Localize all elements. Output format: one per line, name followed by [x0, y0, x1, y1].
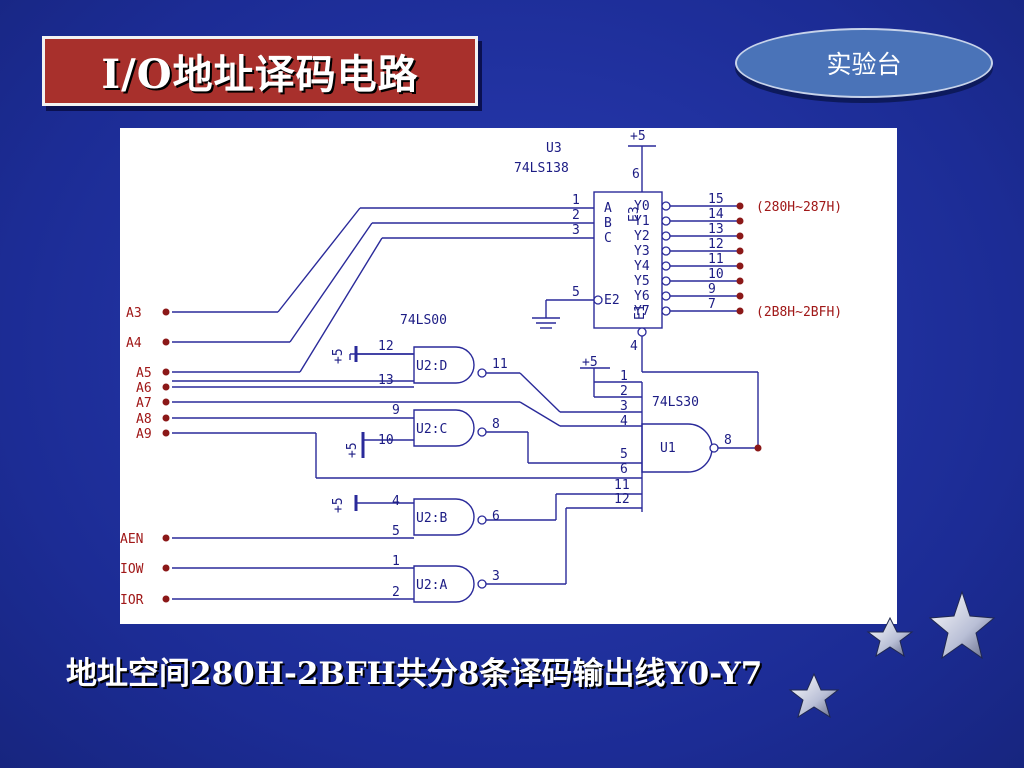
gate-u1-label: U1: [660, 441, 676, 456]
sig-a4: A4: [126, 336, 142, 351]
pin5-138: 5: [572, 285, 580, 300]
pin-a-out: 3: [492, 569, 500, 584]
out-y6: Y6: [634, 289, 650, 304]
plus5-c: +5: [345, 442, 360, 458]
out-pin-9: 9: [708, 282, 716, 297]
ic-74ls138: [593, 191, 663, 329]
gate-u1: [641, 423, 713, 473]
out-pin-10: 10: [708, 267, 724, 282]
abc-pin-2: 2: [572, 208, 580, 223]
circuit-diagram: U3 74LS138 +5 6 1 2 3 A B C E3 E2 E1 5 4…: [120, 128, 897, 624]
lab-button[interactable]: 实验台: [735, 28, 993, 98]
input-a: A: [604, 201, 612, 216]
pin6-label: 6: [632, 167, 640, 182]
u1-pin-4: 4: [620, 414, 628, 429]
u1-pin-2: 2: [620, 384, 628, 399]
plus5-u1: +5: [582, 355, 598, 370]
part-74ls30: 74LS30: [652, 395, 699, 410]
pin-c-out: 8: [492, 417, 500, 432]
abc-pin-1: 1: [572, 193, 580, 208]
star-icon: [866, 616, 914, 658]
out-y0: Y0: [634, 199, 650, 214]
slide-title: I/O地址译码电路: [101, 51, 419, 98]
out-y2: Y2: [634, 229, 650, 244]
sig-a6: A6: [136, 381, 152, 396]
out-y7: Y7: [634, 304, 650, 319]
sig-a5: A5: [136, 366, 152, 381]
e2-label: E2: [604, 293, 620, 308]
u1-pin-12: 12: [614, 492, 630, 507]
gate-d-label: U2:D: [416, 359, 447, 374]
out-pin-11: 11: [708, 252, 724, 267]
circuit-svg: U3 74LS138 +5 6 1 2 3 A B C E3 E2 E1 5 4…: [120, 129, 842, 608]
range-last: (2B8H~2BFH): [756, 305, 842, 320]
out-y3: Y3: [634, 244, 650, 259]
gate-u2d: [413, 346, 475, 384]
vcc-top-label: +5: [630, 129, 646, 144]
range-first: (280H~287H): [756, 200, 842, 215]
sig-a7: A7: [136, 396, 152, 411]
e1-label: E1: [633, 304, 648, 320]
pin-d-in2: 13: [378, 373, 394, 388]
title-box: I/O地址译码电路: [42, 36, 478, 106]
u1-pin-3: 3: [620, 399, 628, 414]
star-icon: [788, 672, 840, 719]
abc-pin-3: 3: [572, 223, 580, 238]
gate-c-label: U2:C: [416, 422, 447, 437]
pin-d-out: 11: [492, 357, 508, 372]
lab-button-label: 实验台: [826, 50, 902, 79]
u3-part: 74LS138: [514, 161, 569, 176]
u1-pin-1: 1: [620, 369, 628, 384]
plus5-b: +5: [331, 497, 346, 513]
u1-pin-5: 5: [620, 447, 628, 462]
pin-b-in2: 5: [392, 524, 400, 539]
pin-a-in1: 1: [392, 554, 400, 569]
input-c: C: [604, 231, 612, 246]
pin-c-in2: 10: [378, 433, 394, 448]
out-pin-12: 12: [708, 237, 724, 252]
input-b: B: [604, 216, 612, 231]
out-y5: Y5: [634, 274, 650, 289]
gate-u2b: [413, 498, 475, 536]
pin-a-in2: 2: [392, 585, 400, 600]
gate-u2c: [413, 409, 475, 447]
pin4-138: 4: [630, 339, 638, 354]
sig-aen: AEN: [120, 532, 143, 547]
pin-c-in1: 9: [392, 403, 400, 418]
pin-b-in1: 4: [392, 494, 400, 509]
gate-b-label: U2:B: [416, 511, 447, 526]
pin-d-in1: 12: [378, 339, 394, 354]
part-74ls00: 74LS00: [400, 313, 447, 328]
out-pin-13: 13: [708, 222, 724, 237]
u1-pin-out: 8: [724, 433, 732, 448]
e3-label: E3: [627, 206, 642, 222]
star-icon: [928, 590, 996, 660]
sig-a8: A8: [136, 412, 152, 427]
gate-a-label: U2:A: [416, 578, 447, 593]
out-y1: Y1: [634, 214, 650, 229]
gate-u2a: [413, 565, 475, 603]
sig-ior: IOR: [120, 593, 144, 608]
u1-pin-11: 11: [614, 478, 630, 493]
sig-a3: A3: [126, 306, 142, 321]
plus5-d: +5: [331, 348, 346, 364]
out-pin-15: 15: [708, 192, 724, 207]
sig-a9: A9: [136, 427, 152, 442]
out-pin-14: 14: [708, 207, 724, 222]
star-decoration: [788, 590, 996, 719]
out-y4: Y4: [634, 259, 650, 274]
sig-iow: IOW: [120, 562, 144, 577]
caption-text: 地址空间280H-2BFH共分8条译码输出线Y0-Y7: [66, 656, 763, 692]
u1-pin-6: 6: [620, 462, 628, 477]
u3-label: U3: [546, 141, 562, 156]
pin-b-out: 6: [492, 509, 500, 524]
out-pin-7: 7: [708, 297, 716, 312]
